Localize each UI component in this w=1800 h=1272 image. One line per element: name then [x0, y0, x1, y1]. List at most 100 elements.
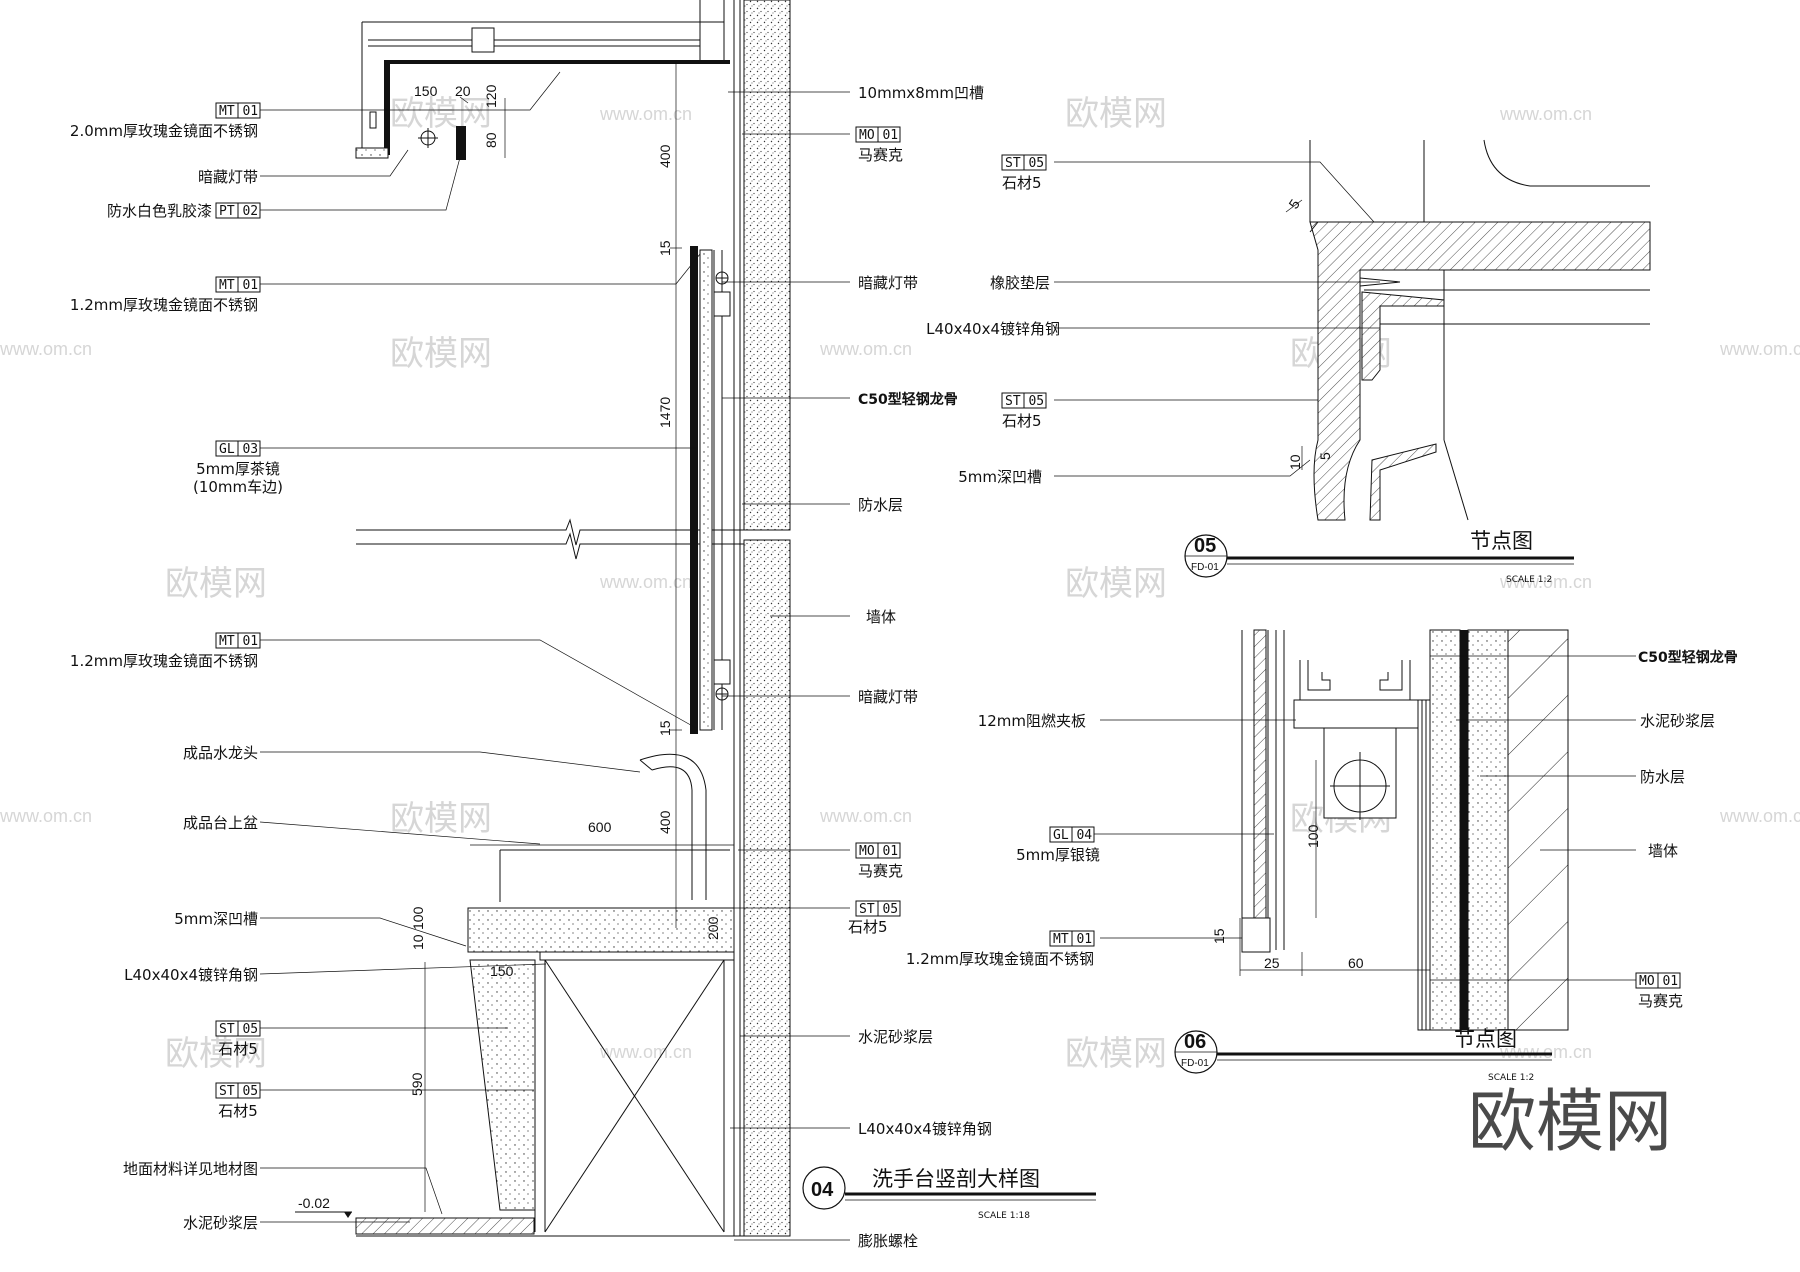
svg-text:5mm厚茶镜: 5mm厚茶镜: [196, 460, 280, 478]
svg-text:欧模网: 欧模网: [165, 1034, 267, 1074]
svg-text:1470: 1470: [657, 397, 673, 428]
svg-text:5: 5: [1285, 196, 1303, 212]
svg-text:MO 01: MO 01: [859, 128, 898, 143]
svg-text:600: 600: [588, 819, 612, 835]
detail-06-labels: 12mm阻燃夹板 GL 04 5mm厚银镜 MT 01 1.2mm厚玫瑰金镜面不…: [906, 649, 1738, 1010]
svg-text:www.om.cn: www.om.cn: [1499, 1042, 1592, 1062]
svg-text:ST 05: ST 05: [219, 1084, 258, 1099]
svg-text:1.2mm厚玫瑰金镜面不锈钢: 1.2mm厚玫瑰金镜面不锈钢: [70, 652, 258, 670]
svg-text:www.om.cn: www.om.cn: [599, 104, 692, 124]
svg-text:(10mm车边): (10mm车边): [193, 478, 283, 496]
svg-text:ST 05: ST 05: [1005, 394, 1044, 409]
svg-text:150: 150: [414, 83, 438, 99]
svg-text:MO 01: MO 01: [859, 844, 898, 859]
svg-text:www.om.cn: www.om.cn: [599, 572, 692, 592]
svg-text:马赛克: 马赛克: [858, 862, 903, 880]
svg-text:5mm厚银镜: 5mm厚银镜: [1016, 846, 1100, 864]
svg-text:石材5: 石材5: [1002, 174, 1042, 192]
svg-text:-0.02: -0.02: [298, 1195, 330, 1211]
svg-text:5mm深凹槽: 5mm深凹槽: [174, 910, 258, 928]
svg-text:SCALE 1:2: SCALE 1:2: [1506, 575, 1552, 585]
svg-text:1.2mm厚玫瑰金镜面不锈钢: 1.2mm厚玫瑰金镜面不锈钢: [70, 296, 258, 314]
svg-text:MT 01: MT 01: [219, 278, 258, 293]
detail-04-title-block: 04 洗手台竖剖大样图 SCALE 1:18: [802, 1166, 1096, 1221]
detail-06-section: 100 15 25 60: [1090, 629, 1636, 1031]
svg-text:成品水龙头: 成品水龙头: [183, 744, 258, 762]
brand-watermark: 欧模网: [1468, 1083, 1672, 1162]
svg-text:防水层: 防水层: [1640, 768, 1685, 786]
svg-text:www.om.cn: www.om.cn: [1719, 806, 1800, 826]
svg-text:石材5: 石材5: [848, 918, 888, 936]
svg-text:www.om.cn: www.om.cn: [1499, 572, 1592, 592]
svg-text:12mm阻燃夹板: 12mm阻燃夹板: [978, 712, 1086, 730]
svg-text:防水层: 防水层: [858, 496, 903, 514]
svg-text:www.om.cn: www.om.cn: [0, 806, 92, 826]
svg-text:100: 100: [1305, 824, 1321, 848]
svg-text:20: 20: [455, 83, 471, 99]
svg-text:200: 200: [705, 916, 721, 940]
svg-text:成品台上盆: 成品台上盆: [183, 814, 258, 832]
svg-text:欧模网: 欧模网: [390, 334, 492, 374]
svg-text:www.om.cn: www.om.cn: [0, 339, 92, 359]
svg-text:06: 06: [1184, 1031, 1206, 1053]
svg-text:马赛克: 马赛克: [858, 146, 903, 164]
svg-text:PT 02: PT 02: [219, 204, 258, 219]
svg-text:10mmx8mm凹槽: 10mmx8mm凹槽: [858, 84, 984, 102]
svg-text:石材5: 石材5: [1002, 412, 1042, 430]
svg-text:590: 590: [409, 1072, 425, 1096]
svg-text:GL 04: GL 04: [1053, 828, 1092, 843]
svg-text:橡胶垫层: 橡胶垫层: [990, 274, 1050, 292]
detail-04-section: 150 20 120 80 400 15 1470 15 400 600 10 …: [259, 0, 850, 1241]
svg-text:水泥砂浆层: 水泥砂浆层: [1640, 712, 1715, 730]
svg-text:防水白色乳胶漆: 防水白色乳胶漆: [107, 202, 212, 220]
svg-text:SCALE 1:18: SCALE 1:18: [978, 1211, 1030, 1221]
svg-text:MT 01: MT 01: [1053, 932, 1092, 947]
svg-text:ST 05: ST 05: [1005, 156, 1044, 171]
svg-text:MT 01: MT 01: [219, 634, 258, 649]
svg-text:石材5: 石材5: [218, 1102, 258, 1120]
svg-text:100: 100: [410, 906, 426, 930]
svg-text:www.om.cn: www.om.cn: [599, 1042, 692, 1062]
svg-text:GL 03: GL 03: [219, 442, 258, 457]
svg-text:60: 60: [1348, 955, 1364, 971]
svg-text:节点图: 节点图: [1470, 529, 1533, 553]
detail-05-labels: ST 05 石材5 橡胶垫层 L40x40x4镀锌角钢 ST 05 石材5 5m…: [926, 154, 1060, 486]
svg-text:L40x40x4镀锌角钢: L40x40x4镀锌角钢: [124, 966, 258, 984]
svg-text:欧模网: 欧模网: [1065, 564, 1167, 604]
svg-text:5: 5: [1317, 452, 1333, 460]
svg-text:洗手台竖剖大样图: 洗手台竖剖大样图: [872, 1167, 1040, 1191]
svg-text:15: 15: [657, 240, 673, 256]
svg-text:欧模网: 欧模网: [165, 564, 267, 604]
svg-text:石材5: 石材5: [218, 1040, 258, 1058]
svg-text:水泥砂浆层: 水泥砂浆层: [183, 1214, 258, 1232]
svg-text:暗藏灯带: 暗藏灯带: [858, 688, 918, 706]
svg-text:400: 400: [657, 144, 673, 168]
svg-text:04: 04: [811, 1179, 834, 1201]
svg-text:C50型轻钢龙骨: C50型轻钢龙骨: [858, 391, 958, 408]
detail-04-left-labels: MT 01 2.0mm厚玫瑰金镜面不锈钢 暗藏灯带 PT 02 防水白色乳胶漆 …: [70, 102, 283, 1232]
svg-text:10: 10: [1287, 454, 1303, 470]
svg-text:150: 150: [490, 963, 514, 979]
svg-text:L40x40x4镀锌角钢: L40x40x4镀锌角钢: [926, 320, 1060, 338]
svg-text:www.om.cn: www.om.cn: [1719, 339, 1800, 359]
svg-text:地面材料详见地材图: 地面材料详见地材图: [123, 1160, 258, 1178]
svg-text:欧模网: 欧模网: [1065, 94, 1167, 134]
svg-text:1.2mm厚玫瑰金镜面不锈钢: 1.2mm厚玫瑰金镜面不锈钢: [906, 950, 1094, 968]
svg-text:节点图: 节点图: [1454, 1027, 1517, 1051]
svg-text:FD-01: FD-01: [1181, 1058, 1209, 1069]
detail-06-title-block: 06 FD-01 节点图 SCALE 1:2: [1174, 1027, 1552, 1083]
detail-05-title-block: 05 FD-01 节点图 SCALE 1:2: [1184, 529, 1574, 585]
svg-text:15: 15: [657, 720, 673, 736]
svg-text:墙体: 墙体: [1648, 842, 1678, 860]
watermark-layer: 欧模网 www.om.cn 欧模网 www.om.cn 欧模网 www.om.c…: [0, 94, 1800, 1074]
detail-05-section: 5 10 5: [1054, 139, 1651, 521]
svg-text:MO 01: MO 01: [1639, 974, 1678, 989]
svg-text:暗藏灯带: 暗藏灯带: [198, 168, 258, 186]
svg-text:欧模网: 欧模网: [390, 94, 492, 134]
svg-text:www.om.cn: www.om.cn: [819, 339, 912, 359]
svg-text:马赛克: 马赛克: [1638, 992, 1683, 1010]
svg-text:80: 80: [483, 132, 499, 148]
svg-text:欧模网: 欧模网: [1065, 1034, 1167, 1074]
svg-text:暗藏灯带: 暗藏灯带: [858, 274, 918, 292]
